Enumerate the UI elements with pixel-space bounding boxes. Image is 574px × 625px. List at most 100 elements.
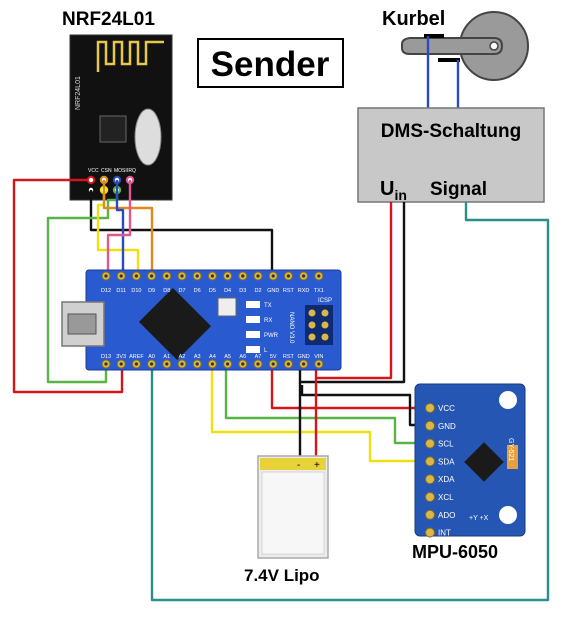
mpu-axes-text: +Y +X [469,515,489,522]
nano-pin-label: A6 [239,354,246,360]
mpu-pin-label: XDA [438,475,455,484]
wire-nrf-mosi [115,180,125,275]
dms-label: DMS-Schaltung [381,121,521,142]
nano-pin-hole [104,274,108,278]
wire-nrf-vcc [12,178,124,394]
nano-pin-hole [317,274,321,278]
mpu-label: MPU-6050 [412,542,498,562]
nano-pin-hole [180,274,184,278]
battery: - + [257,455,329,559]
nano-pin-label: A2 [179,354,186,360]
svg-text:MOSI: MOSI [114,168,127,174]
nano-pin-hole [134,274,138,278]
nano-pin-hole [286,274,290,278]
nano-pin-label: A3 [194,354,201,360]
mpu-pin [425,420,435,431]
nano-mcu [138,287,212,361]
nano-pin-hole [119,274,123,278]
svg-text:IRQ: IRQ [127,168,136,174]
nrf-antenna [96,40,164,72]
nano-pin-hole [210,274,214,278]
nano-pin-hole [165,274,169,278]
nano-pin-label: D11 [116,288,126,294]
mpu-pin-label: GND [438,422,456,431]
mpu-pin-label: INT [438,529,451,538]
nano-pin-hole [150,274,154,278]
nrf-module: NRF24L01 VCC CSN MOSI IRQ [69,34,173,201]
mpu-pin [425,474,435,485]
wire-dms-signal [150,202,550,602]
nano-board-text: NANO V3.0 [288,312,294,344]
icsp-pin [321,333,329,341]
icsp-pin [321,321,329,329]
title-text: Sender [211,45,330,84]
battery-label: 7.4V Lipo [244,566,320,585]
mpu-pins: VCC GND SCL SDA XDA XCL ADO INT [425,403,456,538]
nano-pin-hole [180,362,184,366]
mpu-pin [425,403,435,413]
wire-mpu-vcc [270,365,430,410]
nano-pin-hole [317,362,321,366]
nano-pin-hole [165,362,169,366]
nano-pin-label: GND [267,288,279,294]
nano-reset-button [217,297,237,317]
wire-dms-uin-red [314,202,393,380]
nano-leds: TX RX PWR L [246,301,279,354]
nano-pin-label: D2 [254,288,261,294]
icsp-pin [308,333,316,341]
crank: Kurbel [382,8,529,81]
dms-box: DMS-Schaltung Uin Signal [357,107,545,203]
nano-pin-hole [256,274,260,278]
nano-pin-hole [195,362,199,366]
wire-mpu-scl [224,365,430,445]
nano-pin-label: D7 [178,288,185,294]
svg-text:PWR: PWR [264,333,279,339]
nano-pin-hole [195,274,199,278]
nano-pin-label: D9 [148,288,155,294]
battery-plus: + [314,460,320,471]
nano-pin-label: D12 [101,288,111,294]
wire-nrf-miso [46,190,119,384]
mpu-pin [425,527,435,538]
nano-pin-label: A4 [209,354,216,360]
nano-pin-hole [286,362,290,366]
mpu-regulator [507,445,518,469]
nano-pin-hole [302,274,306,278]
mpu-pin-label: SCL [438,440,454,449]
nano-pin-label: AREF [129,354,144,360]
nano-pin-label: D6 [194,288,201,294]
wire-nrf-gnd [89,190,274,288]
battery-minus: - [297,460,300,471]
nano-pin-label: GND [297,354,309,360]
mpu-pin-label: ADO [438,511,455,520]
crank-hub [489,41,499,51]
title-box: Sender [197,38,344,88]
nano-pin-hole [241,274,245,278]
icsp-pin [308,309,316,317]
icsp-pin [308,321,316,329]
nano-pin-label: TX1 [314,288,324,294]
svg-text:CSN: CSN [101,168,112,174]
nano-pin-hole [241,362,245,366]
nano-pin-hole [134,362,138,366]
svg-text:TX: TX [264,303,272,309]
nano-pin-label: 3V3 [116,354,126,360]
nano-pin-hole [119,362,123,366]
nano-pin-hole [150,362,154,366]
nrf-label: NRF24L01 [62,9,155,30]
mpu-pin-label: XCL [438,493,454,502]
crank-arm [401,37,504,55]
nano-pin-label: D3 [239,288,246,294]
crank-label: Kurbel [382,8,445,30]
dms-uin: Uin [380,178,407,203]
mpu-pin-label: VCC [438,404,455,413]
nano-pin-label: D8 [163,288,170,294]
nano-pin-hole [210,362,214,366]
mpu-pin-label: SDA [438,457,455,466]
mpu-chip [464,442,504,482]
svg-text:RX: RX [264,318,272,324]
